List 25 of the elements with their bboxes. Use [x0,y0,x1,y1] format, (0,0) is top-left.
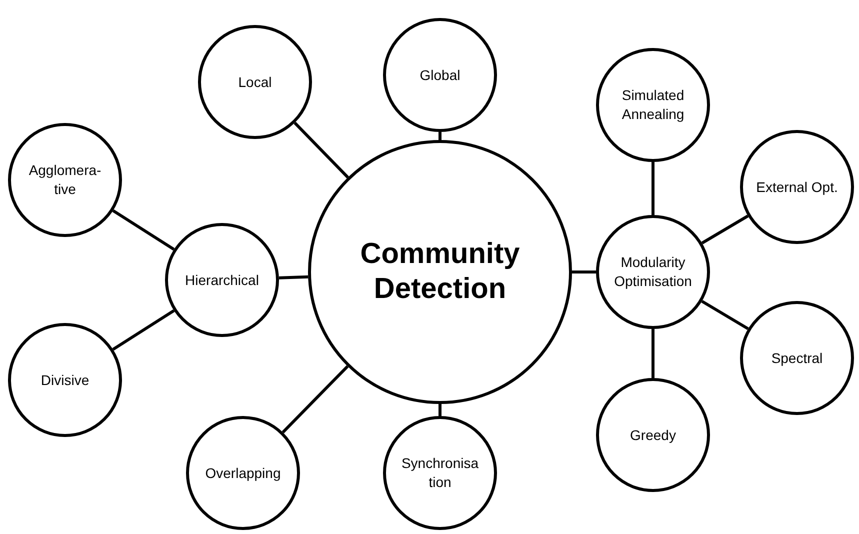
connector-line [112,309,175,351]
node-label: Global [420,66,460,84]
connector-line [294,122,349,178]
connector-line [701,214,749,244]
node-label: Divisive [40,370,90,390]
connector-line [438,132,442,140]
node-label: Agglomera- tive [28,161,102,199]
connector-line [438,404,442,416]
node-label: Overlapping [205,464,281,482]
node-label: Modularity Optimisation [613,253,693,291]
node-label: Spectral [771,348,823,368]
node-label: Simulated Annealing [620,86,686,124]
connector-line [652,162,654,215]
connector-line [278,275,308,280]
node-label: Synchronisa tion [400,454,480,492]
node-label: External Opt. [756,178,838,196]
node-label: Local [238,72,272,92]
connector-line [112,209,175,251]
connector-line [572,270,596,274]
connector-line [652,329,654,378]
node-label: Greedy [630,426,676,444]
connector-line [701,300,749,330]
node-label: Hierarchical [185,270,259,290]
connector-line [282,365,349,434]
node-label: Community Detection [359,237,521,307]
